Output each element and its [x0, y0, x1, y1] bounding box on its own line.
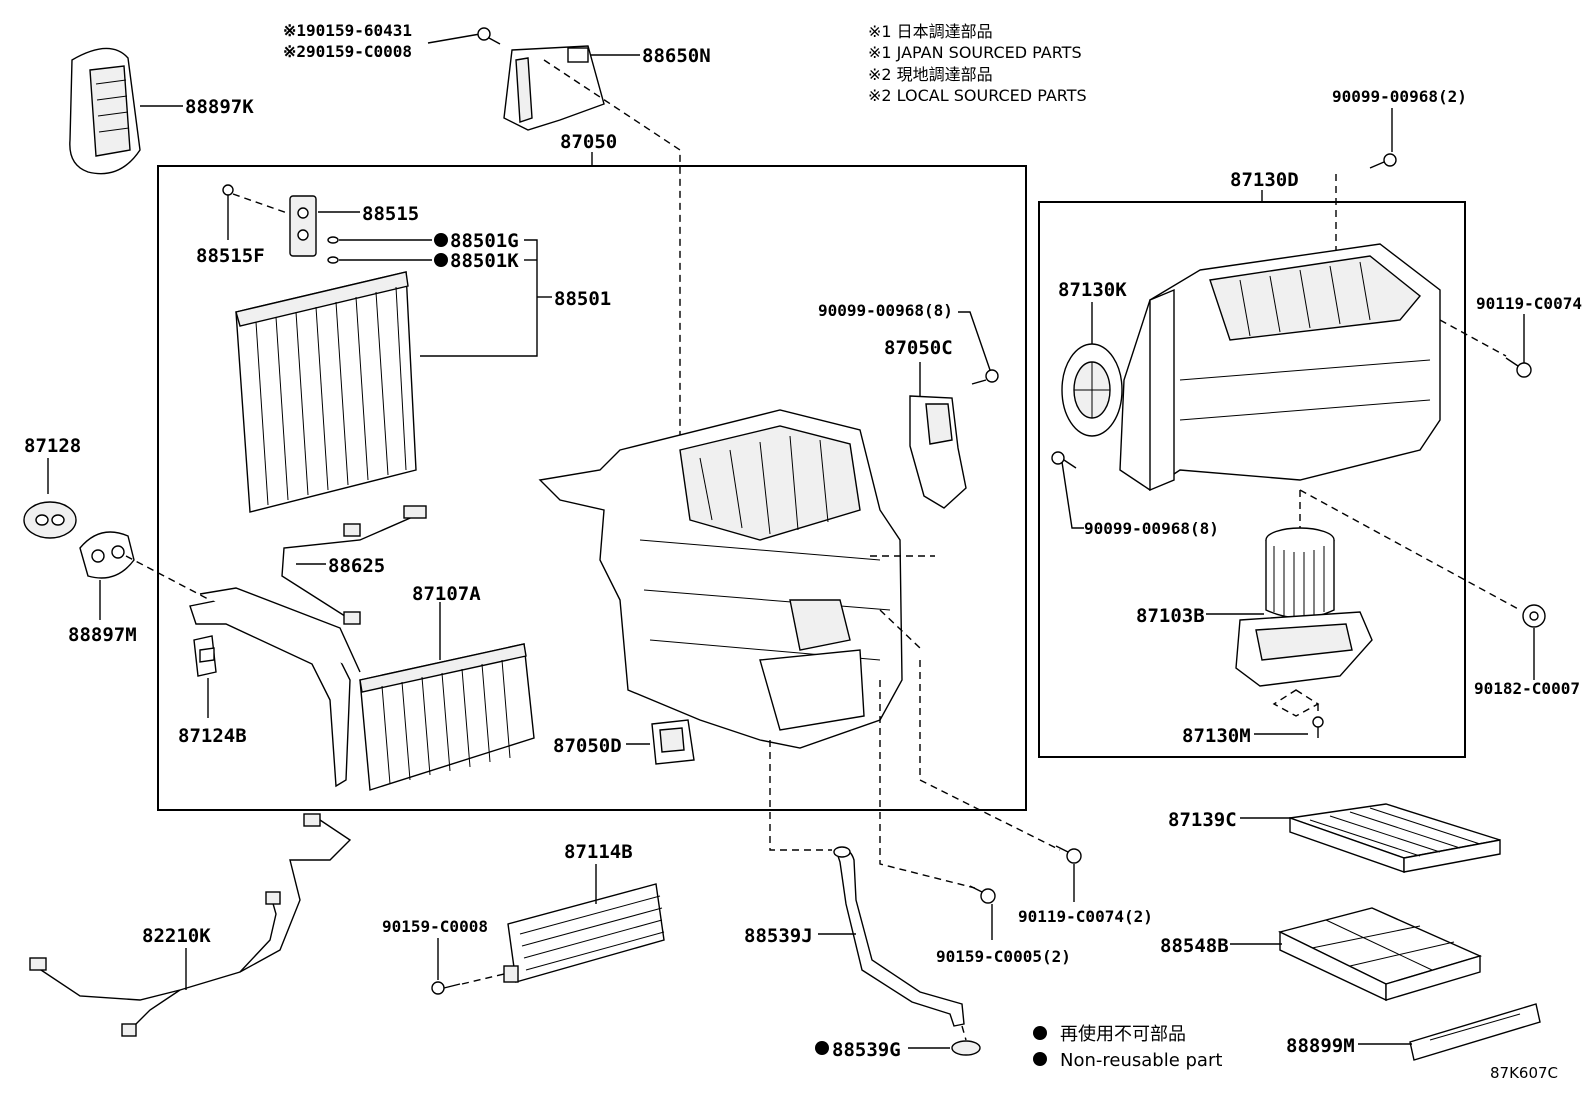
label-88515F: 88515F	[196, 245, 265, 267]
part-88897K-drawing	[69, 47, 141, 175]
part-88650N-drawing	[503, 45, 605, 131]
bolt-88515F-drawing	[222, 184, 234, 240]
label-82210K: 82210K	[142, 925, 211, 947]
label-88650N: 88650N	[642, 45, 711, 67]
label-87050C: 87050C	[884, 337, 953, 359]
bolt-90119-C0074-drawing	[1505, 357, 1532, 378]
label-87130M: 87130M	[1182, 725, 1251, 747]
label-87050: 87050	[560, 131, 617, 153]
label-90159-60431: ※190159-60431	[283, 21, 412, 40]
label-88539J: 88539J	[744, 925, 813, 947]
label-87139C: 87139C	[1168, 809, 1237, 831]
label-88539G: 88539G	[832, 1039, 901, 1061]
bolt-90119-C0074-2-drawing	[1055, 845, 1082, 864]
label-88501: 88501	[554, 288, 611, 310]
label-87124B: 87124B	[178, 725, 247, 747]
label-90159-C0008-top: ※290159-C0008	[283, 42, 412, 61]
label-87128: 87128	[24, 435, 81, 457]
part-88899M-plate-drawing	[1409, 1003, 1541, 1061]
part-87130D-blower-case-drawing	[1119, 243, 1441, 492]
legend-non-reusable-jp: 再使用不可部品	[1060, 1024, 1186, 1045]
note-japan-sourced-jp: ※1 日本調達部品	[868, 22, 993, 41]
part-87128-grommet-drawing	[23, 501, 77, 539]
non-reusable-mark-88501G	[434, 233, 448, 247]
label-90119-C0074: 90119-C0074	[1476, 294, 1582, 313]
part-88625-sensor-drawing	[281, 505, 427, 625]
note-japan-sourced-en: ※1 JAPAN SOURCED PARTS	[868, 43, 1082, 62]
label-88897K: 88897K	[185, 96, 254, 118]
label-88625: 88625	[328, 555, 385, 577]
label-88501G: 88501G	[450, 230, 519, 252]
label-88515: 88515	[362, 203, 419, 225]
label-87114B: 87114B	[564, 841, 633, 863]
label-90099-00968-8-top: 90099-00968(8)	[818, 301, 953, 320]
bolt-87130M-drawing	[1312, 716, 1324, 738]
non-reusable-mark-88501K	[434, 253, 448, 267]
label-87050D: 87050D	[553, 735, 622, 757]
bolt-90099-00968-2-drawing	[1369, 153, 1397, 169]
part-87139C-filter-drawing	[1289, 803, 1501, 873]
label-87103B: 87103B	[1136, 605, 1205, 627]
note-local-sourced-jp: ※2 現地調達部品	[868, 65, 993, 84]
bolt-90159-C0005-drawing	[969, 885, 996, 904]
part-87114B-ptc-drawing	[503, 883, 665, 983]
diagram-code: 87K607C	[1490, 1064, 1558, 1082]
part-88539J-hose-drawing	[833, 846, 965, 1027]
label-90182-C0007: 90182-C0007	[1474, 679, 1580, 698]
bolt-90159-C0008-bottom-drawing	[431, 981, 461, 995]
label-90119-C0074-2: 90119-C0074(2)	[1018, 907, 1153, 926]
label-88899M: 88899M	[1286, 1035, 1355, 1057]
label-90159-C0005-2: 90159-C0005(2)	[936, 947, 1071, 966]
part-88515-drawing	[289, 195, 317, 257]
legend-mark-en	[1033, 1052, 1047, 1066]
label-90099-00968-8-right: 90099-00968(8)	[1084, 519, 1219, 538]
part-87050C-servo-drawing	[909, 395, 967, 509]
part-88548B-tray-drawing	[1277, 907, 1483, 1002]
part-87050-case-drawing	[538, 409, 903, 749]
part-87107A-heater-drawing	[189, 587, 535, 791]
bolt-90099-00968-8-right-drawing	[1051, 451, 1077, 469]
label-88897M: 88897M	[68, 624, 137, 646]
part-87130K-cover-drawing	[1061, 343, 1123, 437]
part-87124B-clamp-drawing	[193, 635, 217, 677]
label-87130D: 87130D	[1230, 169, 1299, 191]
washer-90182-C0007-drawing	[1522, 604, 1546, 628]
legend-mark-jp	[1033, 1026, 1047, 1040]
unit-87130D-box	[1038, 201, 1466, 758]
part-82210K-harness-drawing	[29, 813, 352, 1037]
part-88539G-cap-drawing	[951, 1040, 981, 1056]
label-90159-C0008-bottom: 90159-C0008	[382, 917, 488, 936]
legend-non-reusable-en: Non-reusable part	[1060, 1050, 1222, 1071]
label-87107A: 87107A	[412, 583, 481, 605]
note-local-sourced-en: ※2 LOCAL SOURCED PARTS	[868, 86, 1087, 105]
label-87130K: 87130K	[1058, 279, 1127, 301]
label-88501K: 88501K	[450, 250, 519, 272]
part-87103B-blower-motor-drawing	[1235, 527, 1373, 687]
part-88501-evaporator-drawing	[235, 271, 417, 513]
bolt-90159-60431-drawing	[477, 27, 501, 45]
non-reusable-mark-88539G	[815, 1041, 829, 1055]
bolt-90099-00968-top-drawing	[971, 369, 999, 385]
part-87050D-servo-drawing	[651, 719, 695, 765]
part-88897M-plate-drawing	[79, 531, 135, 579]
label-90099-00968-2: 90099-00968(2)	[1332, 87, 1467, 106]
label-88548B: 88548B	[1160, 935, 1229, 957]
